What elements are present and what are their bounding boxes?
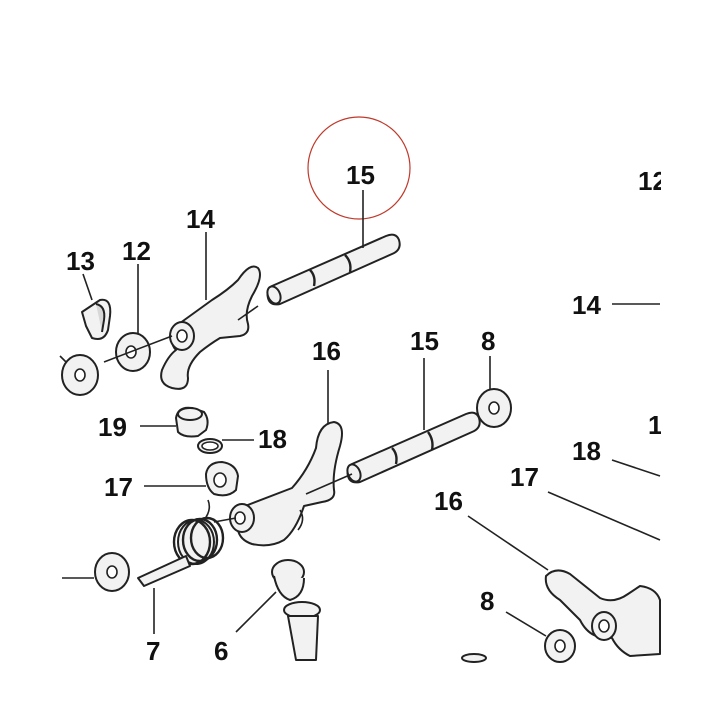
label-16-right: 16 (434, 486, 463, 516)
label-8-upper: 8 (481, 326, 495, 356)
washer-part-8-upper (476, 388, 512, 428)
label-8-lower: 8 (480, 586, 494, 616)
crop-mask-right (661, 0, 720, 720)
label-1-right: 1 (648, 410, 662, 440)
leader-18-right (611, 459, 661, 477)
washer-left-upper (61, 354, 99, 396)
axis-line-center (213, 517, 237, 523)
leader-16-right (467, 515, 549, 571)
collar-part-17-left (205, 461, 239, 497)
label-14-upper: 14 (186, 204, 215, 234)
label-17-left: 17 (104, 472, 133, 502)
highlight-circle (307, 116, 411, 220)
leader-6 (235, 591, 277, 633)
label-18-left: 18 (258, 424, 287, 454)
shaft-part-15-upper (266, 233, 401, 306)
label-12: 12 (122, 236, 151, 266)
axis-line-center-2 (305, 473, 353, 495)
rocker-arm-part-14-upper (160, 265, 261, 390)
label-19: 19 (98, 412, 127, 442)
leader-8-bottom (505, 611, 547, 637)
axis-line-upper (103, 335, 173, 363)
bushing-part-19 (175, 406, 209, 438)
label-6: 6 (214, 636, 228, 666)
ring-part-18-left (197, 438, 223, 454)
label-16-center: 16 (312, 336, 341, 366)
label-18-right: 18 (572, 436, 601, 466)
label-17-right: 17 (510, 462, 539, 492)
small-part-bottom (461, 653, 487, 663)
label-15-highlight: 15 (346, 160, 375, 190)
label-14-right: 14 (572, 290, 601, 320)
bushing-part-13 (81, 298, 112, 340)
label-7: 7 (146, 636, 160, 666)
label-13: 13 (66, 246, 95, 276)
shaft-part-15-center (346, 411, 481, 484)
spring-part-7 (137, 499, 225, 587)
leader-washer-left (59, 355, 67, 363)
leader-13 (82, 273, 93, 301)
leader-17-right (547, 491, 661, 541)
label-15-center: 15 (410, 326, 439, 356)
washer-left-lower (94, 552, 130, 592)
rocker-arm-part-16-center (229, 421, 343, 547)
washer-part-12 (115, 332, 151, 372)
washer-part-8-lower (544, 629, 576, 663)
rocker-arm-part-16-right (544, 569, 661, 657)
valve-part-6 (271, 559, 321, 661)
